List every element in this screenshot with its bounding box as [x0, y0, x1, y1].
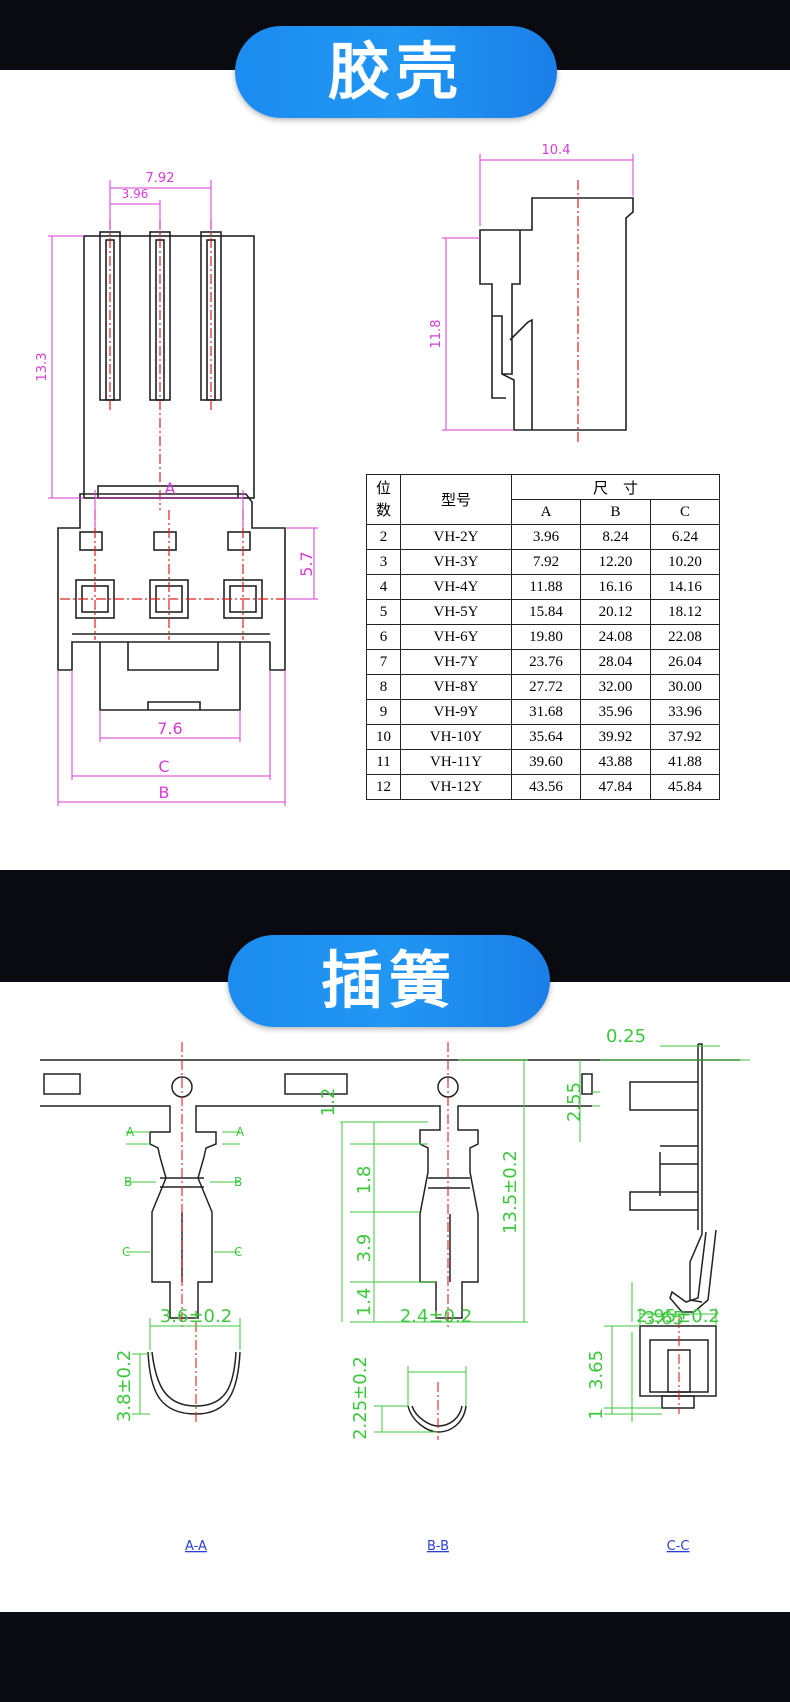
section-mark-c-left: C: [122, 1245, 130, 1259]
dim-cc-width: 2.95±0.2: [636, 1306, 720, 1327]
dim-7-92: 7.92: [146, 171, 175, 186]
dim-a: A: [165, 479, 176, 498]
dim-b: B: [159, 783, 170, 802]
dim-1-2: 1.2: [318, 1088, 339, 1117]
dim-7-6: 7.6: [157, 719, 182, 738]
dim-10-4: 10.4: [542, 143, 571, 158]
dim-cc-one: 1: [586, 1408, 607, 1419]
dim-bb-width: 2.4±0.2: [400, 1306, 472, 1327]
section-label-bb: B-B: [427, 1539, 449, 1554]
section-mark-c-right: C: [234, 1245, 242, 1259]
section-mark-b-left: B: [124, 1175, 132, 1189]
terminal-panel: [0, 982, 790, 1612]
section-title-terminal: 插簧: [228, 935, 550, 1027]
section-mark-a-right: A: [236, 1125, 245, 1139]
section-label-aa: A-A: [185, 1539, 207, 1554]
terminal-drawing: 0.25 2.55 13.5±0.2 1.2 1.8 3.9 1.4 3.65 …: [40, 1026, 750, 1554]
dim-aa-width: 3.6±0.2: [160, 1306, 232, 1327]
section-title-housing: 胶壳: [235, 26, 557, 118]
dim-0-25: 0.25: [606, 1026, 646, 1047]
dim-aa-height: 3.8±0.2: [114, 1350, 135, 1422]
dim-5-7: 5.7: [297, 551, 316, 576]
dim-13-3: 13.3: [35, 353, 50, 382]
dim-1-8: 1.8: [354, 1166, 375, 1195]
table-header-position: 位数: [366, 474, 401, 525]
dim-1-4: 1.4: [354, 1288, 375, 1317]
section-label-cc: C-C: [667, 1539, 690, 1554]
table-header-c: C: [650, 499, 720, 525]
dim-13-5: 13.5±0.2: [500, 1150, 521, 1234]
dim-bb-height: 2.25±0.2: [350, 1356, 371, 1440]
dim-3-96: 3.96: [122, 187, 149, 201]
housing-drawing: 7.92 3.96 13.3 10.4 11.8 A 5.7 7.6 C B: [35, 143, 634, 806]
table-header-size: 尺 寸: [511, 474, 720, 500]
section-mark-b-right: B: [234, 1175, 242, 1189]
table-header-model: 型号: [400, 474, 512, 525]
bottom-dark-band: [0, 1612, 790, 1702]
dim-3-65-bottom: 3.65: [644, 1308, 684, 1329]
section-mark-a-left: A: [126, 1125, 135, 1139]
table-header-b: B: [580, 499, 651, 525]
dim-c: C: [158, 757, 169, 776]
table-header-a: A: [511, 499, 581, 525]
dim-cc-height: 3.65: [586, 1350, 607, 1390]
dim-3-9: 3.9: [354, 1234, 375, 1263]
dim-2-55: 2.55: [564, 1082, 585, 1122]
dim-11-8: 11.8: [429, 320, 444, 349]
